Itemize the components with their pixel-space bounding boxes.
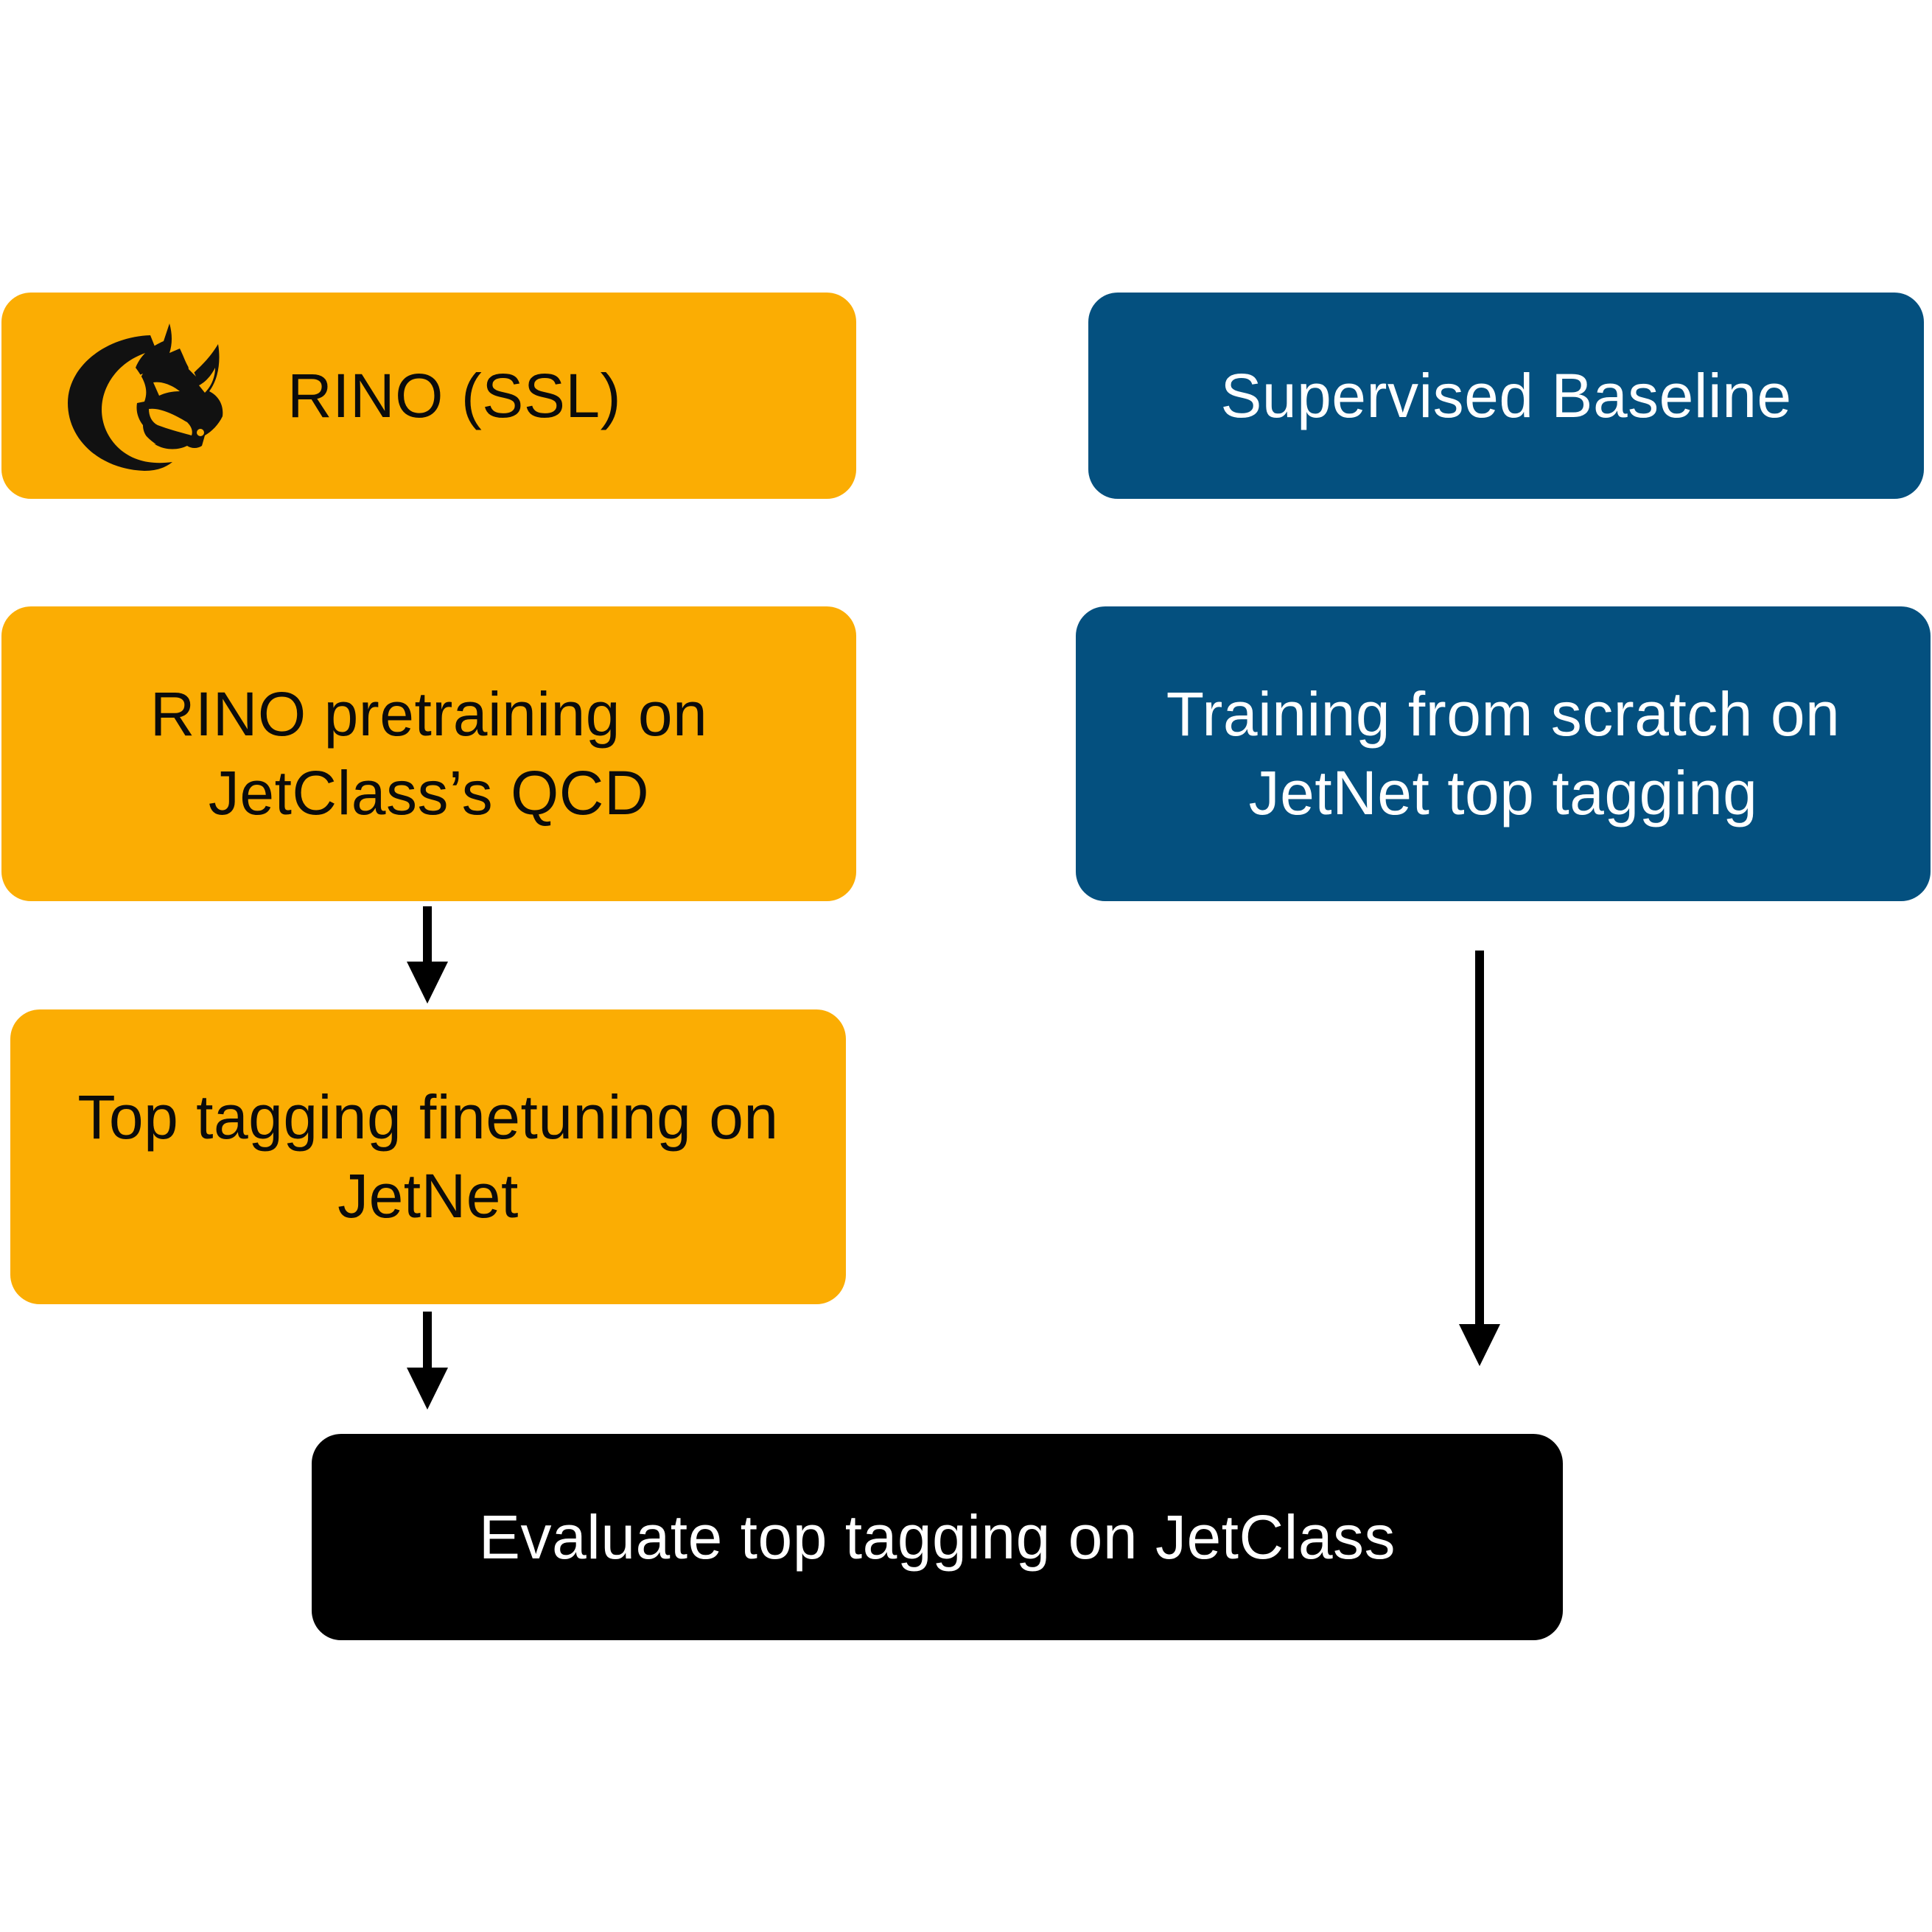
- rino-ssl-box: RINO (SSL): [1, 293, 856, 499]
- training-from-scratch-line-2: JetNet top tagging: [1248, 758, 1758, 827]
- evaluate-box: Evaluate top tagging on JetClass: [312, 1434, 1563, 1640]
- rhino-icon: [68, 323, 223, 471]
- training-from-scratch-label: Training from scratch on JetNet top tagg…: [1166, 675, 1841, 832]
- training-from-scratch-line-1: Training from scratch on: [1166, 679, 1841, 749]
- finetuning-label: Top tagging finetuning on JetNet: [77, 1078, 778, 1235]
- rino-pretraining-line-2: JetClass’s QCD: [208, 758, 650, 827]
- arrow-scratch-to-evaluate: [1459, 951, 1500, 1366]
- finetuning-line-1: Top tagging finetuning on: [77, 1082, 779, 1152]
- supervised-baseline-label: Supervised Baseline: [1220, 360, 1792, 430]
- rino-ssl-label: RINO (SSL): [287, 360, 622, 430]
- supervised-baseline-box: Supervised Baseline: [1088, 293, 1924, 499]
- arrow-pretrain-to-finetune: [407, 906, 448, 1004]
- arrow-finetune-to-evaluate: [407, 1312, 448, 1410]
- evaluate-label: Evaluate top tagging on JetClass: [478, 1502, 1396, 1572]
- rino-pretraining-label: RINO pretraining on JetClass’s QCD: [150, 675, 708, 832]
- finetuning-box: Top tagging finetuning on JetNet: [10, 1009, 846, 1304]
- rino-pretraining-box: RINO pretraining on JetClass’s QCD: [1, 606, 856, 901]
- training-from-scratch-box: Training from scratch on JetNet top tagg…: [1076, 606, 1931, 901]
- rino-pretraining-line-1: RINO pretraining on: [150, 679, 708, 749]
- finetuning-line-2: JetNet: [337, 1161, 519, 1231]
